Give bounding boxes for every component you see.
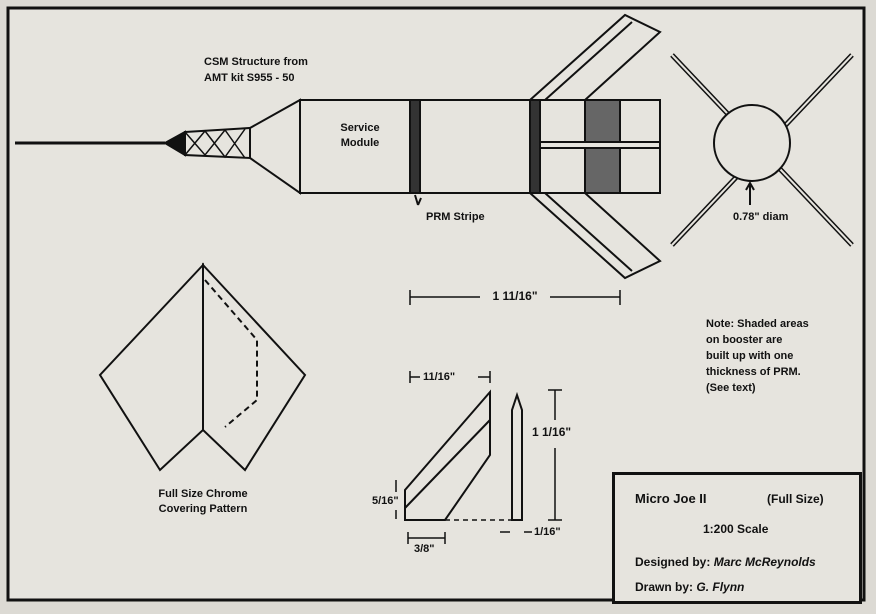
pattern-label-2: Covering Pattern <box>158 503 248 515</box>
fin-height-label: 1 1/16" <box>532 425 572 439</box>
model-scale: 1:200 Scale <box>703 522 769 536</box>
drafter-name: G. Flynn <box>696 580 745 594</box>
upper-fin <box>527 13 662 101</box>
csm-label-line2: AMT kit S955 - 50 <box>204 72 295 84</box>
fin-span-label: 1 11/16" <box>492 289 538 303</box>
fin-span-dimension <box>409 290 621 305</box>
fin-root-label: 5/16" <box>372 495 399 507</box>
side-fin <box>539 141 661 149</box>
fin-thickness-label: 1/16" <box>534 526 561 538</box>
prm-stripe <box>409 99 421 194</box>
note-line: built up with one <box>706 350 794 362</box>
prm-stripe-label: PRM Stripe <box>426 211 485 223</box>
rocket-side-view <box>15 13 662 280</box>
diameter-label: 0.78" diam <box>733 211 789 223</box>
chrome-covering-pattern <box>98 262 307 472</box>
designed-label: Designed by: <box>635 555 711 569</box>
note-line: thickness of PRM. <box>706 366 801 378</box>
note-line: on booster are <box>706 334 783 346</box>
pattern-label-1: Full Size Chrome <box>158 488 248 500</box>
note-line: Note: Shaded areas <box>706 318 809 330</box>
model-name: Micro Joe II <box>635 491 707 506</box>
model-size: (Full Size) <box>767 492 824 506</box>
fin-pattern <box>395 371 562 544</box>
title-block: Micro Joe II (Full Size) 1:200 Scale Des… <box>612 472 862 604</box>
rocket-end-view <box>670 53 854 247</box>
lower-fin <box>527 192 662 280</box>
designer-name: Marc McReynolds <box>713 555 816 569</box>
fin-width-label: 11/16" <box>423 371 456 383</box>
service-module-label-1: Service <box>340 122 380 134</box>
csm-label-line1: CSM Structure from <box>204 56 308 68</box>
drawn-label: Drawn by: <box>635 580 694 594</box>
fin-base-label: 3/8" <box>414 543 435 555</box>
note-line: (See text) <box>706 382 756 394</box>
service-module-label-2: Module <box>340 137 380 149</box>
